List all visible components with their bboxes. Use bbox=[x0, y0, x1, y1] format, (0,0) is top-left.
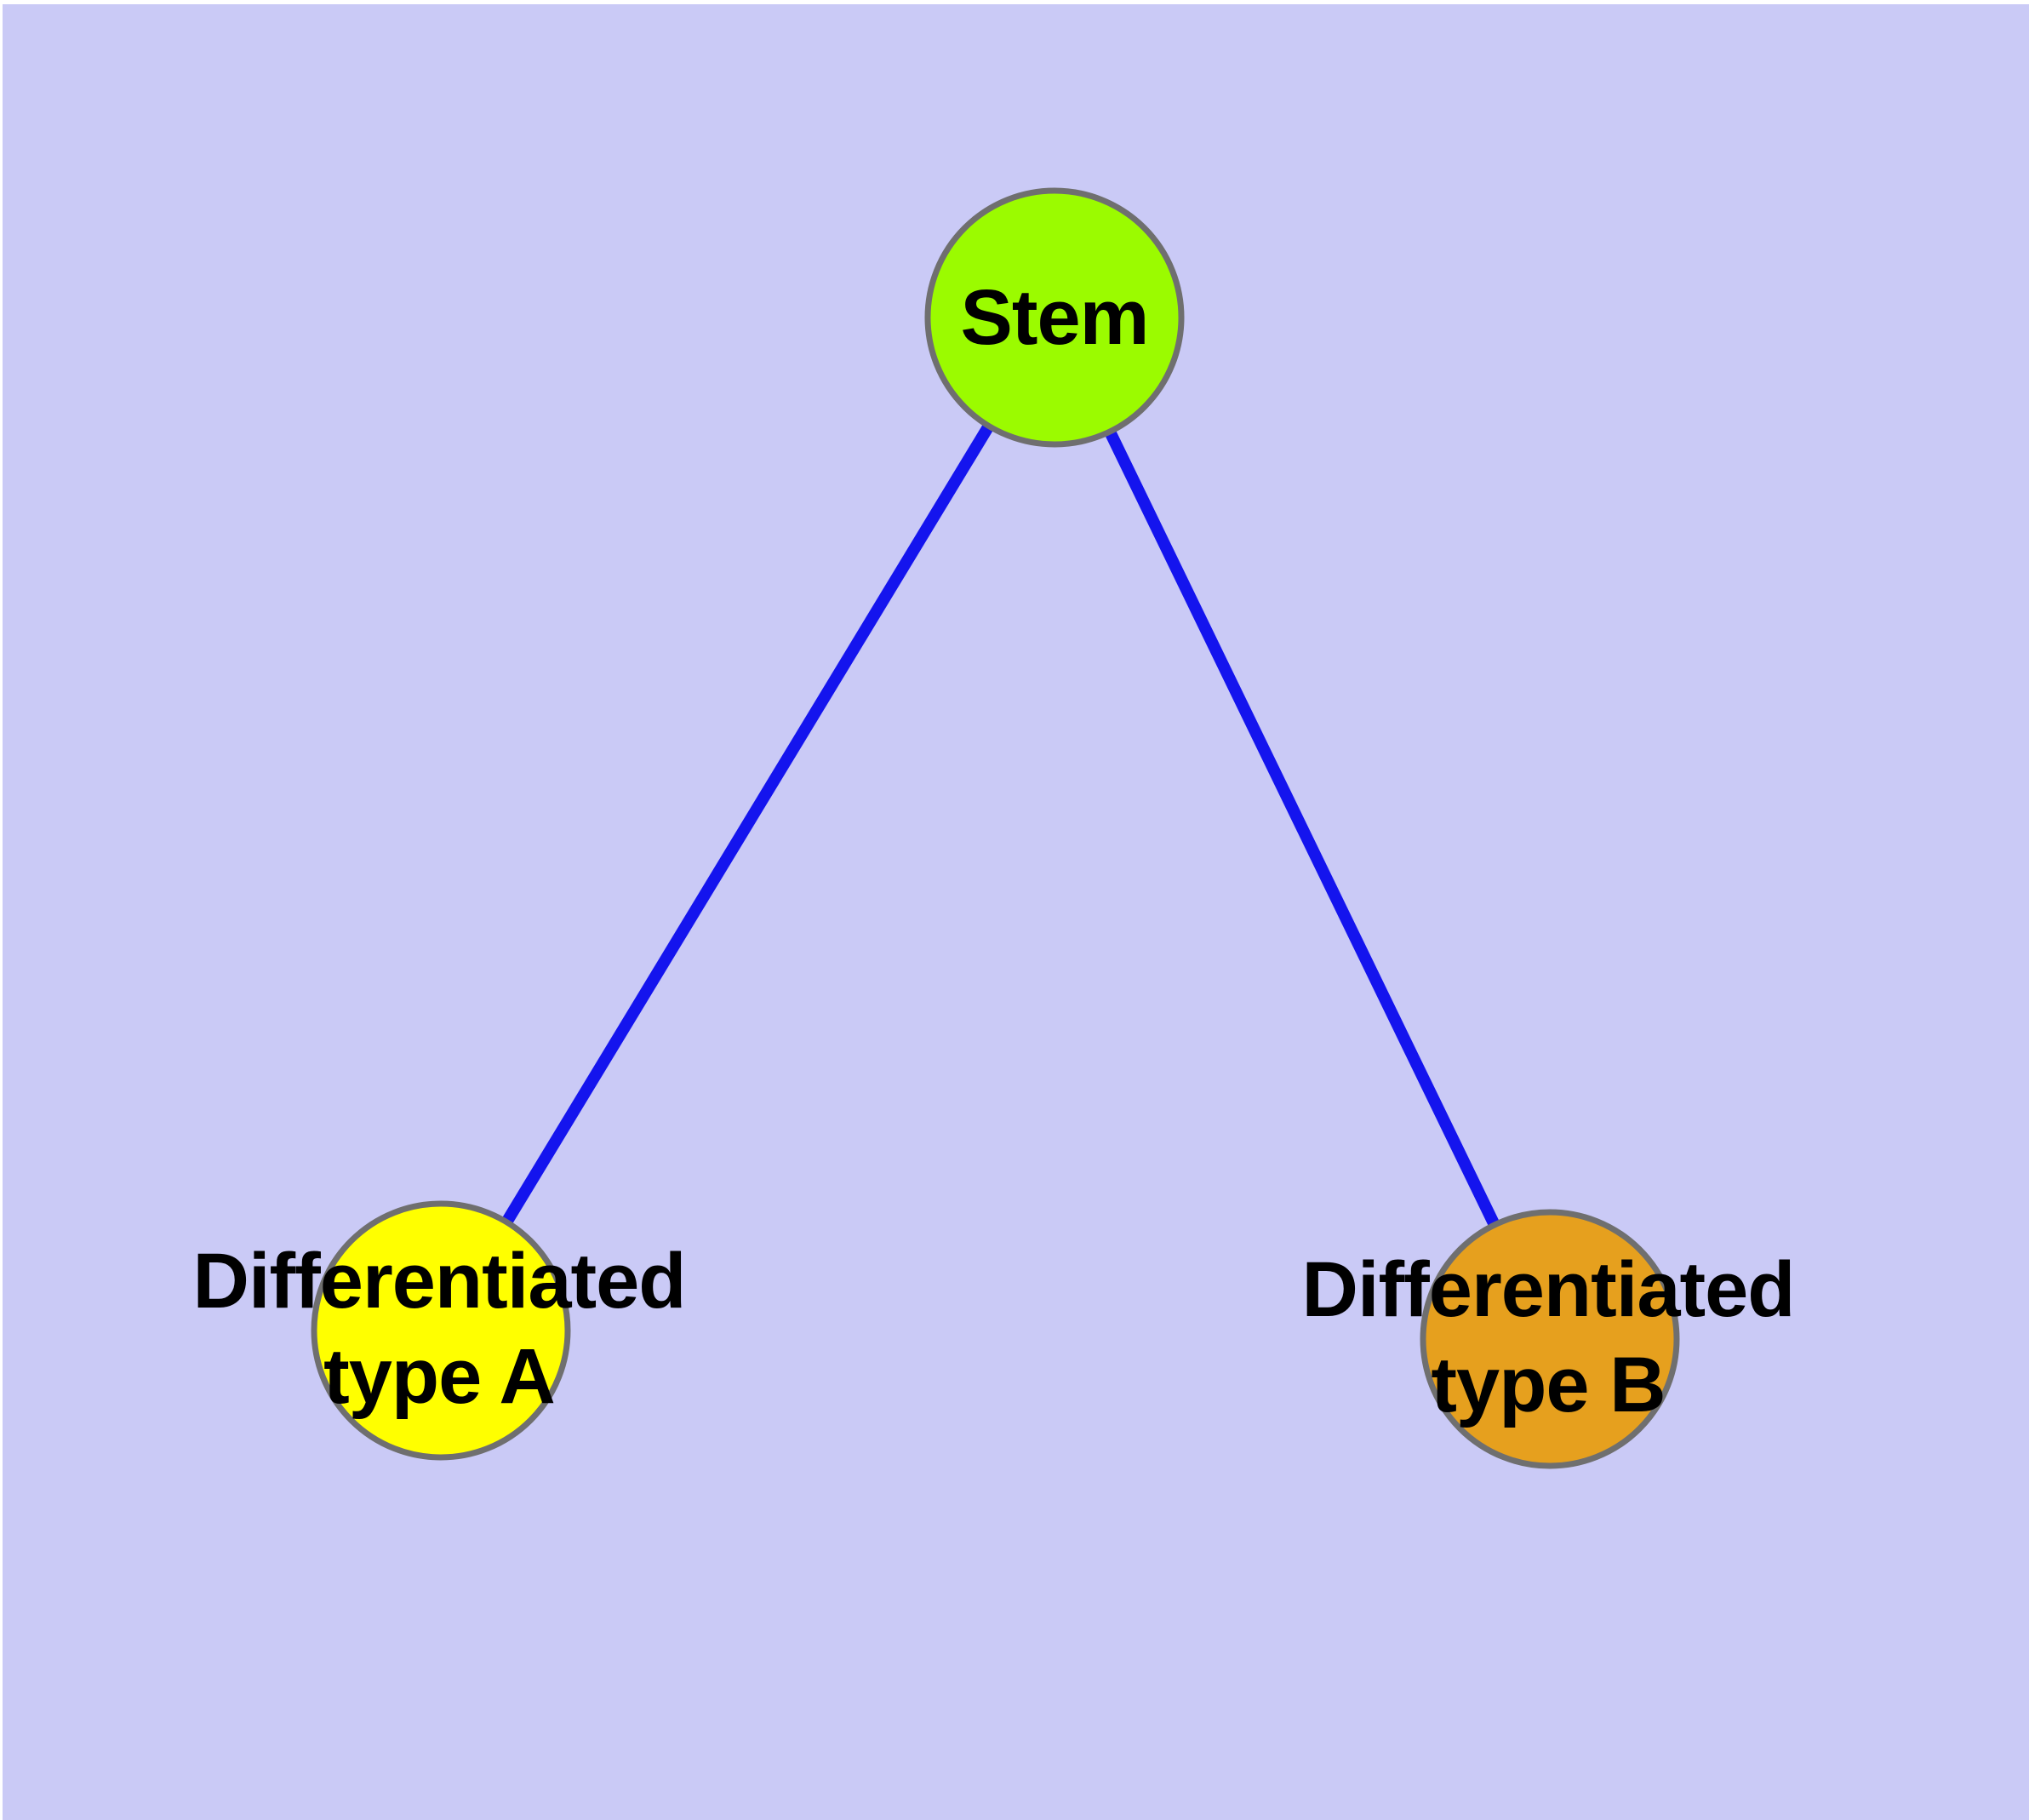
node-type-a-outline bbox=[311, 1200, 571, 1461]
node-differentiated-type-a bbox=[311, 1200, 571, 1461]
node-stem bbox=[924, 187, 1185, 448]
node-type-b-outline bbox=[1420, 1209, 1680, 1469]
node-stem-outline bbox=[924, 187, 1185, 448]
edge-stem-to-type-b bbox=[1049, 314, 1556, 1342]
node-differentiated-type-b bbox=[1420, 1209, 1680, 1469]
edge-stem-to-type-a bbox=[436, 314, 1060, 1334]
